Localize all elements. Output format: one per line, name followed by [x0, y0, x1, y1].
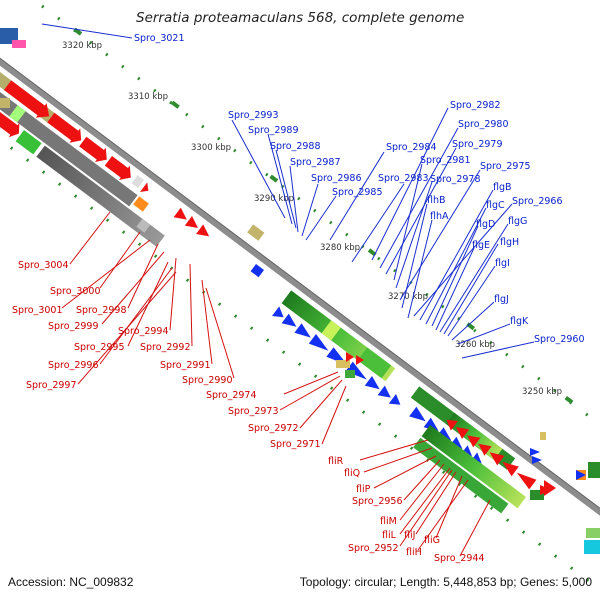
- gene-label: flgJ: [494, 294, 509, 305]
- gene-label: flgB: [493, 182, 512, 193]
- tick-label: 3270 kbp: [388, 292, 428, 302]
- gene-label: Spro_2980: [458, 119, 509, 130]
- gene-label: Spro_2985: [332, 187, 383, 198]
- gene-label: Spro_2952: [348, 543, 399, 554]
- gene-label: Spro_2999: [48, 321, 99, 332]
- gene-label: Spro_2979: [452, 139, 503, 150]
- gene-label: flgE: [472, 240, 490, 251]
- gene-label: flgK: [510, 316, 529, 327]
- gene-label: Spro_2978: [430, 174, 481, 185]
- gene-label: Spro_2944: [434, 553, 485, 564]
- gene-label: Spro_2960: [534, 334, 585, 345]
- gene-label: Spro_2956: [352, 496, 403, 507]
- gene-label: Spro_3000: [50, 286, 101, 297]
- tick-label: 3310 kbp: [128, 92, 168, 102]
- gene-label: Spro_2982: [450, 100, 501, 111]
- tick-label: 3250 kbp: [522, 387, 562, 397]
- genome-summary: Topology: circular; Length: 5,448,853 bp…: [300, 575, 593, 589]
- gene-label: Spro_2975: [480, 161, 531, 172]
- gene-label: flhB: [427, 195, 446, 206]
- gene-label: Spro_2990: [182, 375, 233, 386]
- gene-label: Spro_2998: [76, 305, 127, 316]
- gene-label: Spro_3021: [134, 33, 185, 44]
- gene-label: Spro_2991: [160, 360, 211, 371]
- gene-label: flgC: [486, 200, 505, 211]
- tick-label: 3290 kbp: [254, 194, 294, 204]
- gene-label: Spro_2996: [48, 360, 99, 371]
- gene-label: Spro_2972: [248, 423, 299, 434]
- gene-label: Spro_3004: [18, 260, 69, 271]
- gene-label: Spro_2993: [228, 110, 279, 121]
- gene-label: Spro_2983: [378, 173, 429, 184]
- tick-label: 3320 kbp: [62, 41, 102, 51]
- gene-label: Spro_2997: [26, 380, 77, 391]
- gene-label: fliH: [406, 547, 422, 558]
- gene-label: Spro_2966: [512, 196, 563, 207]
- gene-label: Spro_2973: [228, 406, 279, 417]
- map-title: Serratia proteamaculans 568, complete ge…: [136, 10, 464, 26]
- gene-label: Spro_2992: [140, 342, 191, 353]
- gene-label: fliL: [382, 530, 397, 541]
- tick-label: 3260 kbp: [455, 340, 495, 350]
- gene-label: flgI: [495, 258, 510, 269]
- gene-label: Spro_2981: [420, 155, 471, 166]
- gene-label: Spro_2987: [290, 157, 341, 168]
- tick-label: 3300 kbp: [191, 143, 231, 153]
- tick-label: 3280 kbp: [320, 243, 360, 253]
- gene-label: Spro_2994: [118, 326, 169, 337]
- gene-label: Spro_3001: [12, 305, 63, 316]
- gene-label: Spro_2986: [311, 173, 362, 184]
- gene-label: fliJ: [404, 530, 415, 541]
- gene-label: Spro_2989: [248, 125, 299, 136]
- gene-label: fliM: [380, 516, 397, 527]
- leaders-bottom: [61, 211, 491, 557]
- accession-text: Accession: NC_009832: [8, 575, 134, 589]
- gene-label: flgH: [500, 237, 519, 248]
- gene-label: Spro_2971: [270, 439, 321, 450]
- gene-label: fliQ: [344, 468, 360, 479]
- gene-label: Spro_2988: [270, 141, 321, 152]
- gene-label: Spro_2974: [206, 390, 257, 401]
- leaders-top: [41, 23, 535, 359]
- gene-label: fliP: [356, 484, 371, 495]
- gene-label: fliR: [328, 456, 344, 467]
- gene-label: fliG: [424, 535, 440, 546]
- gene-label: flgG: [508, 216, 527, 227]
- gene-label: Spro_2984: [386, 142, 437, 153]
- gene-label: flgD: [476, 219, 495, 230]
- gene-label: flhA: [430, 211, 449, 222]
- gene-label: Spro_2995: [74, 342, 125, 353]
